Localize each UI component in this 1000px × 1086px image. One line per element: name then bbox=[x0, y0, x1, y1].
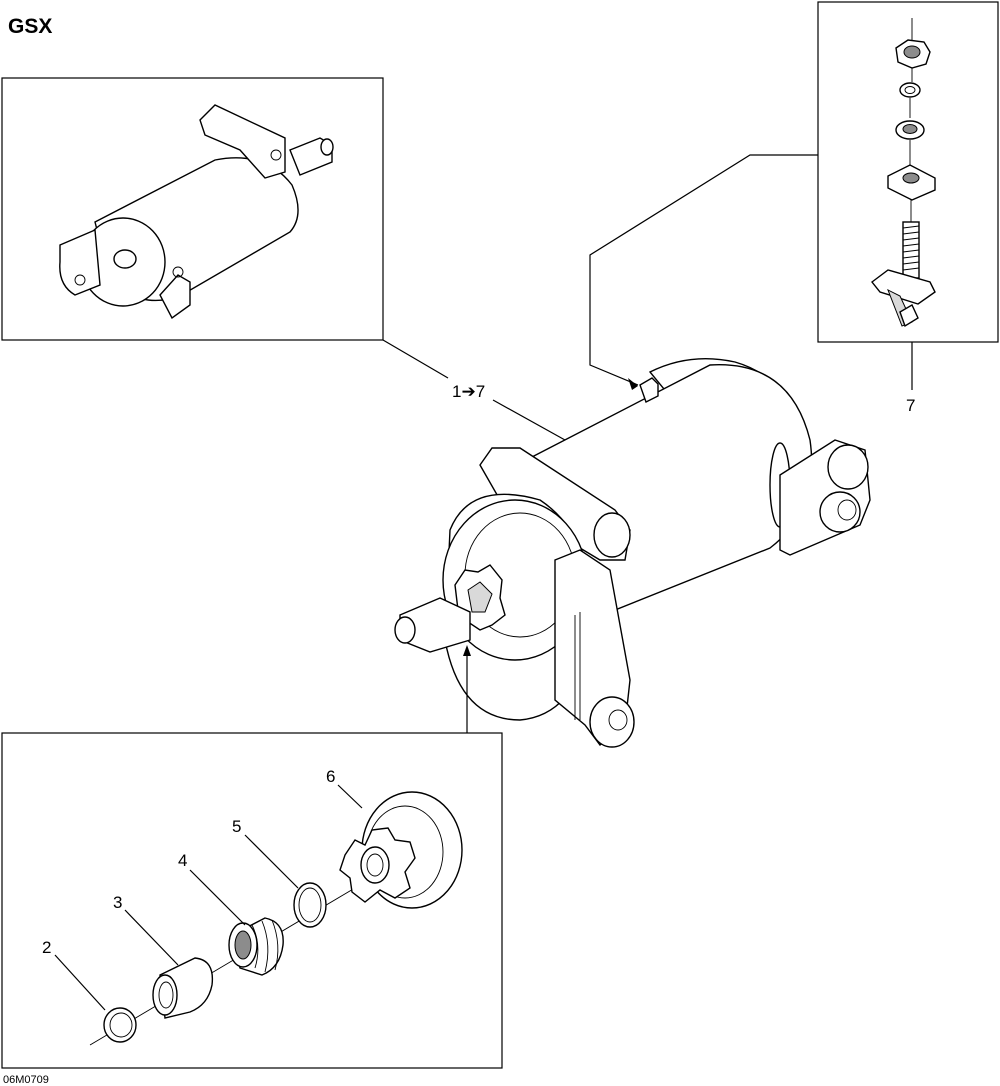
callout-4: 4 bbox=[178, 851, 187, 870]
inset-frame-overview bbox=[1, 77, 384, 341]
main-starter-drawing bbox=[394, 358, 871, 748]
flat-washer bbox=[895, 120, 925, 140]
small-starter-drawing bbox=[59, 104, 334, 320]
drawing-code: 06M0709 bbox=[3, 1074, 49, 1086]
terminal-nut bbox=[895, 39, 931, 69]
threaded-stud bbox=[902, 221, 920, 279]
part-3-stopper-collar bbox=[152, 957, 214, 1019]
leader-3 bbox=[124, 909, 179, 966]
leader-4 bbox=[189, 869, 246, 926]
leader-hardware-to-starter bbox=[589, 154, 818, 386]
callout-2: 2 bbox=[42, 938, 51, 957]
terminal-base-plate bbox=[871, 269, 936, 328]
callout-3: 3 bbox=[113, 893, 122, 912]
part-5-o-ring bbox=[293, 882, 327, 928]
callout-range-1-7: 1➔7 bbox=[452, 382, 485, 401]
arrowhead-pinion bbox=[463, 645, 471, 656]
inset-drive-components bbox=[1, 732, 503, 1069]
leader-inset-to-range bbox=[382, 339, 449, 379]
insulator-block bbox=[887, 164, 936, 201]
part-4-spring bbox=[228, 917, 284, 976]
inset-starter-overview bbox=[1, 77, 384, 341]
inset-terminal-hardware bbox=[817, 1, 999, 390]
arrowhead-hardware bbox=[628, 378, 638, 390]
part-6-pinion-gear bbox=[339, 791, 463, 909]
inset-frame-hardware bbox=[817, 1, 999, 343]
leader-range-to-starter bbox=[492, 399, 566, 441]
lock-washer bbox=[899, 82, 921, 98]
callout-5: 5 bbox=[232, 817, 241, 836]
leader-6 bbox=[337, 784, 363, 809]
leader-5 bbox=[244, 834, 299, 889]
inset-frame-drive bbox=[1, 732, 503, 1069]
callout-7: 7 bbox=[906, 396, 915, 415]
part-2-snap-ring bbox=[103, 1007, 137, 1043]
diagram-title: GSX bbox=[8, 15, 52, 38]
callout-6: 6 bbox=[326, 767, 335, 786]
leader-2 bbox=[54, 954, 106, 1011]
